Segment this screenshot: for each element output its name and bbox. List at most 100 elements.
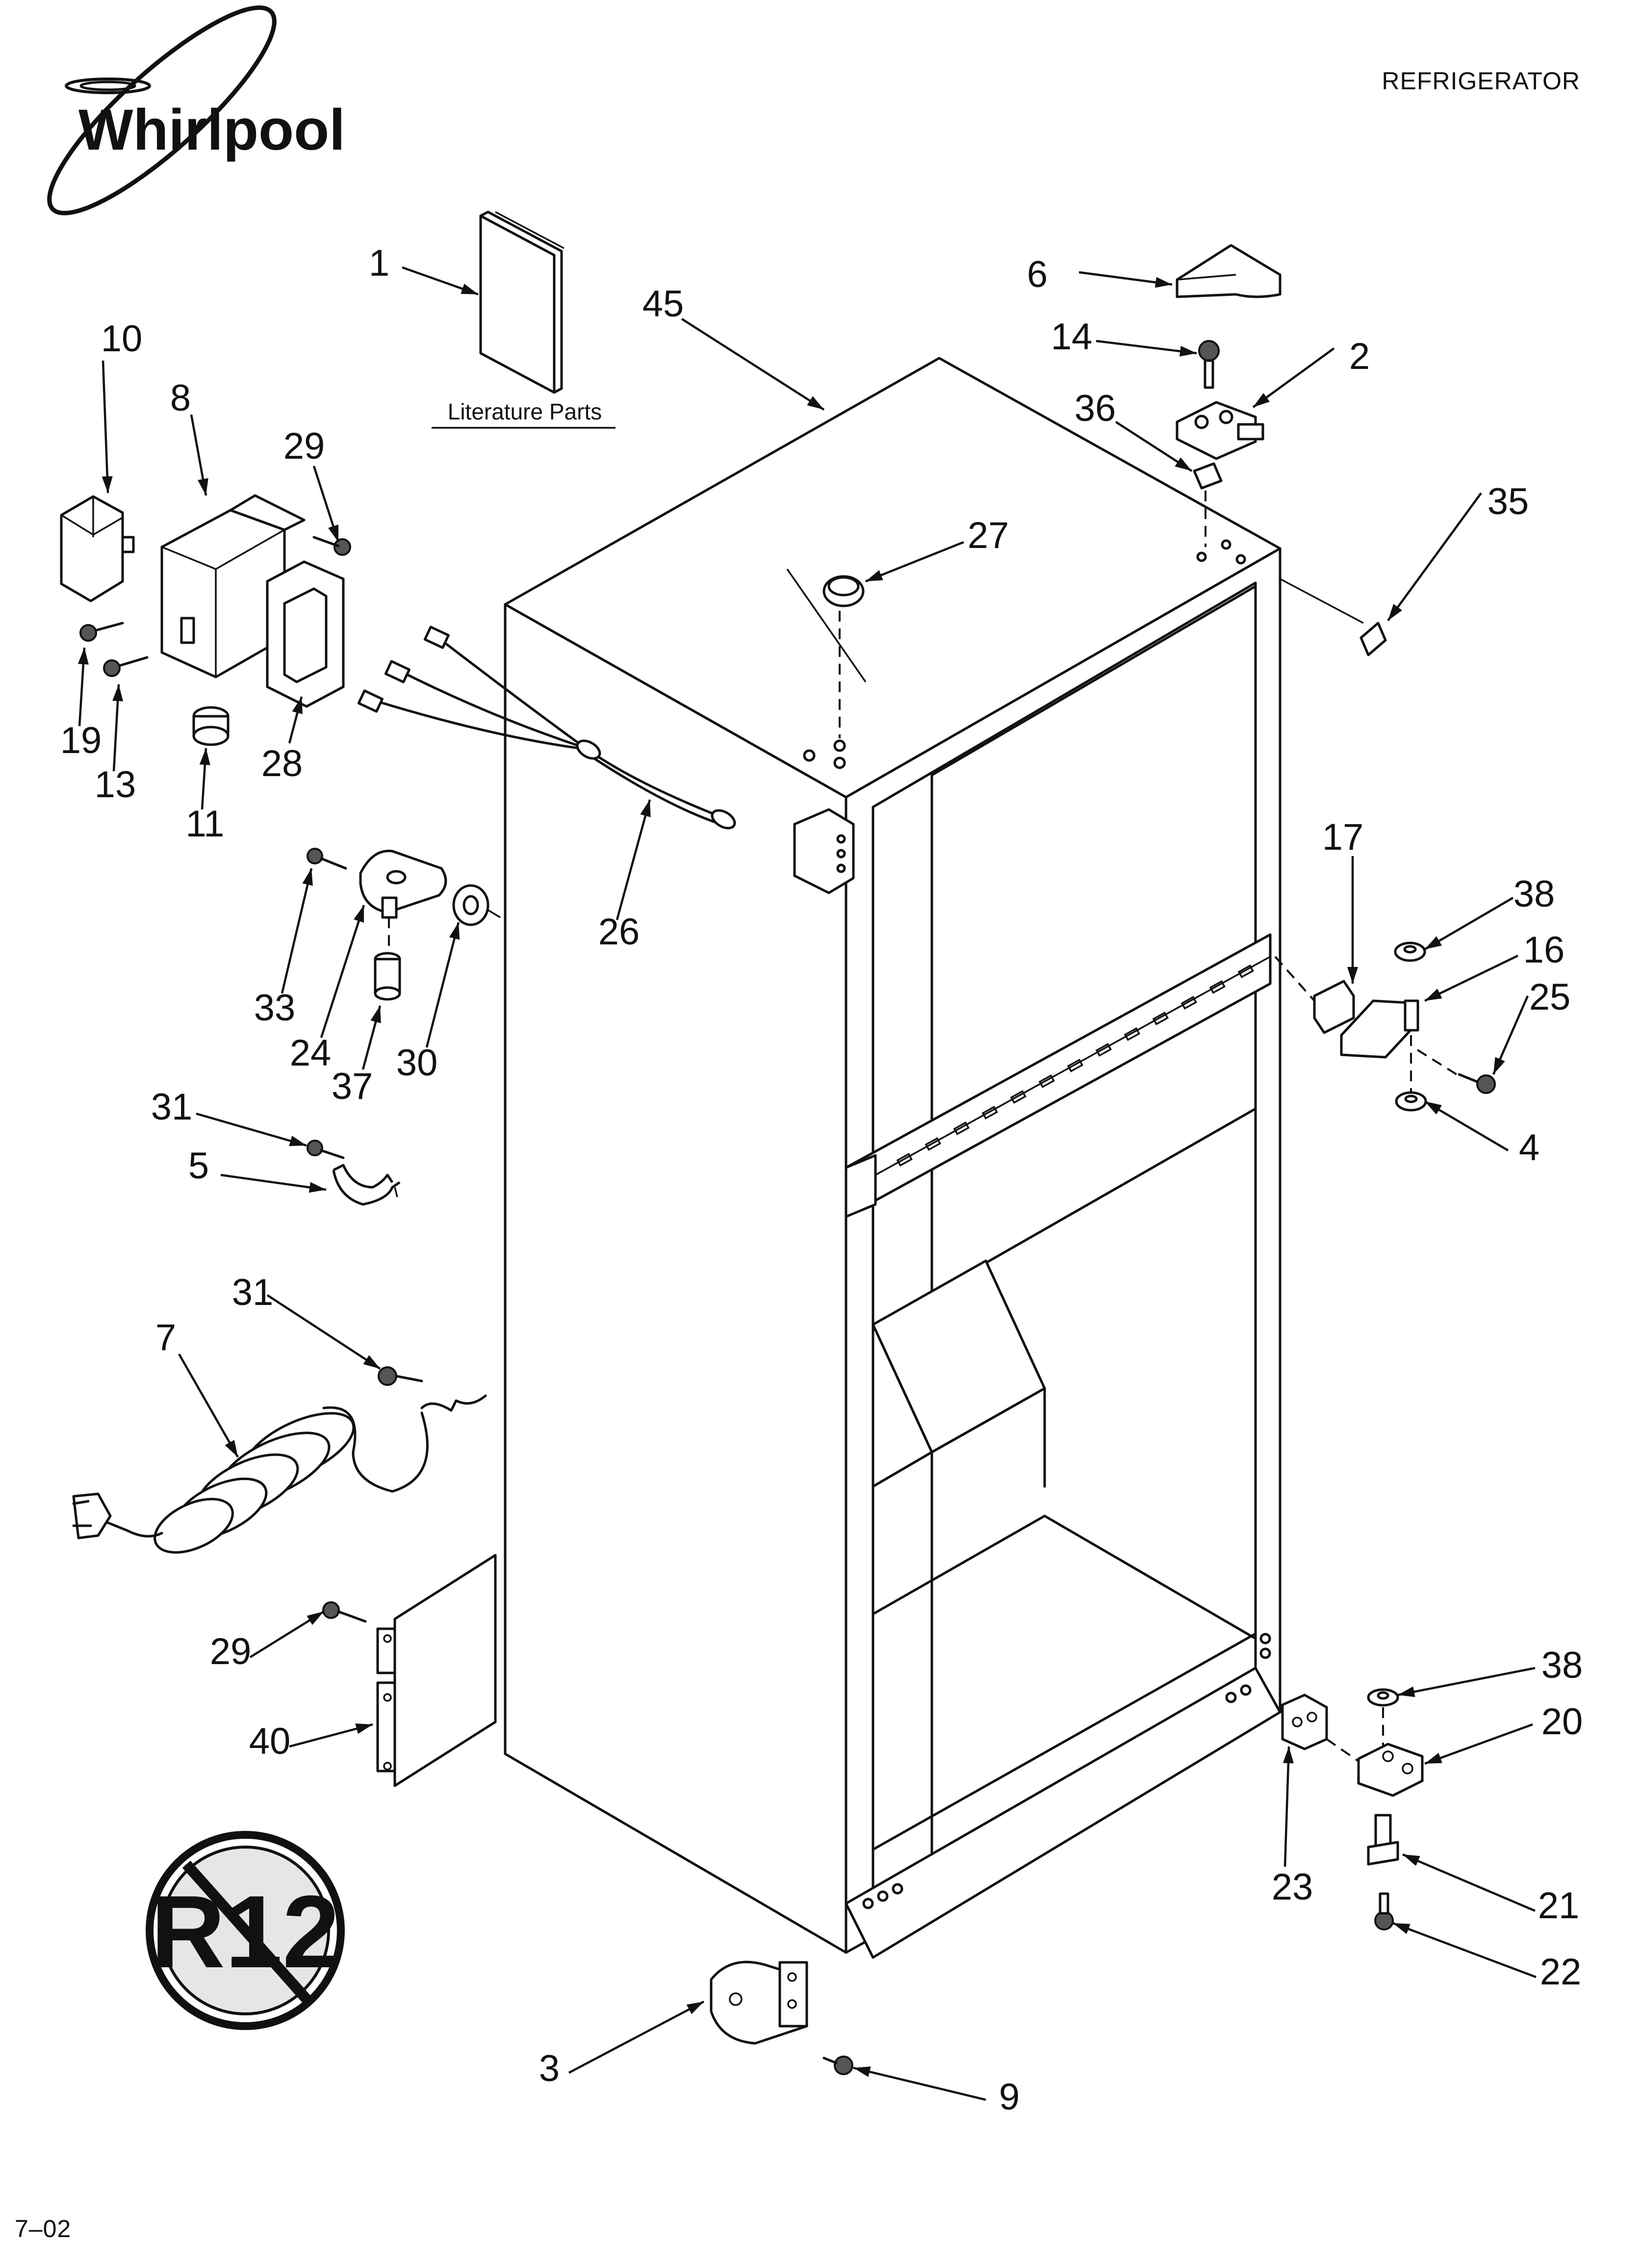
leader-line bbox=[1096, 339, 1197, 355]
callout-33: 33 bbox=[254, 987, 296, 1029]
callout-28: 28 bbox=[261, 743, 303, 784]
leader-line bbox=[616, 799, 651, 920]
leader-arrowhead bbox=[866, 570, 883, 581]
callout-13: 13 bbox=[95, 764, 136, 806]
callout-22: 22 bbox=[1540, 1951, 1582, 1993]
leader-arrowhead bbox=[354, 905, 364, 923]
callout-36: 36 bbox=[1075, 388, 1116, 429]
leader-arrowhead bbox=[1425, 1101, 1442, 1115]
cover-screw bbox=[312, 536, 351, 556]
center-hinge bbox=[1340, 999, 1419, 1059]
leader-arrowhead bbox=[1253, 393, 1270, 407]
rail-slot bbox=[1095, 1043, 1112, 1057]
brand-wordmark: Whirlpool bbox=[78, 98, 345, 162]
leader-line bbox=[1392, 1922, 1537, 1979]
leader-line bbox=[102, 360, 109, 494]
relay bbox=[60, 495, 135, 602]
product-title: REFRIGERATOR bbox=[1382, 67, 1580, 95]
power-cord bbox=[72, 1394, 487, 1554]
center-hinge-shim bbox=[1313, 980, 1355, 1034]
callout-10: 10 bbox=[101, 318, 143, 360]
leader-arrowhead bbox=[1403, 1854, 1420, 1866]
callout-29-upper: 29 bbox=[283, 425, 325, 467]
callout-23: 23 bbox=[1272, 1866, 1313, 1908]
callout-5: 5 bbox=[188, 1145, 209, 1187]
leader-arrowhead bbox=[1175, 457, 1192, 471]
side-clip bbox=[1360, 622, 1387, 656]
leader-line bbox=[568, 2001, 705, 2074]
leader-line bbox=[853, 2066, 986, 2101]
leader-line bbox=[865, 541, 964, 583]
leader-arrowhead bbox=[449, 922, 460, 940]
callout-35: 35 bbox=[1488, 481, 1529, 522]
leader-arrowhead bbox=[302, 868, 313, 886]
access-panel bbox=[376, 1554, 497, 1787]
top-plug bbox=[822, 575, 865, 607]
leader-arrowhead bbox=[1425, 936, 1442, 949]
leader-arrowhead bbox=[640, 800, 651, 817]
leader-arrowhead bbox=[1398, 1686, 1415, 1697]
callout-31-lower: 31 bbox=[232, 1272, 274, 1313]
callout-11: 11 bbox=[186, 803, 225, 845]
leader-line bbox=[425, 922, 460, 1048]
callout-30: 30 bbox=[396, 1042, 438, 1084]
mount-bracket bbox=[359, 850, 447, 919]
leader-arrowhead bbox=[1393, 1923, 1411, 1934]
leader-arrowhead bbox=[328, 524, 339, 542]
leader-line bbox=[281, 868, 313, 994]
callout-38-lower: 38 bbox=[1541, 1644, 1583, 1686]
leader-line bbox=[320, 905, 365, 1038]
center-hinge-screw bbox=[1458, 1073, 1496, 1094]
hinge-cover bbox=[1176, 244, 1282, 298]
bottom-hinge bbox=[1357, 1743, 1424, 1797]
leader-arrowhead bbox=[355, 1723, 373, 1734]
leader-arrowhead bbox=[112, 684, 124, 702]
hinge-pin-screw bbox=[1374, 1892, 1394, 1930]
leader-arrowhead bbox=[853, 2066, 871, 2077]
rail-slot bbox=[981, 1106, 998, 1120]
washer bbox=[452, 884, 489, 926]
leader-arrowhead bbox=[363, 1355, 380, 1369]
callout-25: 25 bbox=[1529, 976, 1571, 1018]
callout-2: 2 bbox=[1349, 336, 1370, 377]
washer-upper bbox=[1394, 941, 1426, 962]
callout-21: 21 bbox=[1538, 1885, 1580, 1927]
rail-slot bbox=[1124, 1027, 1140, 1041]
literature-booklet bbox=[479, 210, 564, 394]
callout-24: 24 bbox=[290, 1032, 332, 1074]
callout-8: 8 bbox=[170, 377, 191, 419]
grommet bbox=[192, 706, 230, 746]
rail-slot bbox=[1152, 1012, 1169, 1025]
rail-slot bbox=[924, 1137, 941, 1151]
relay-screw bbox=[79, 622, 124, 642]
leader-line bbox=[1424, 954, 1518, 1002]
leader-arrowhead bbox=[1425, 1753, 1442, 1764]
callout-17: 17 bbox=[1322, 816, 1364, 858]
callout-14: 14 bbox=[1051, 316, 1093, 358]
hinge-screw bbox=[1198, 340, 1220, 389]
spacer bbox=[374, 952, 401, 1001]
clamp-screw bbox=[307, 1140, 345, 1159]
leader-line bbox=[1424, 1723, 1533, 1765]
leader-arrowhead bbox=[292, 697, 303, 714]
callout-45: 45 bbox=[642, 283, 684, 325]
rail-slot bbox=[896, 1153, 913, 1167]
callout-40: 40 bbox=[249, 1721, 291, 1762]
callout-19: 19 bbox=[60, 720, 102, 761]
leader-arrowhead bbox=[686, 2002, 704, 2014]
leader-line bbox=[1387, 492, 1482, 622]
leader-arrowhead bbox=[77, 648, 89, 665]
callout-4: 4 bbox=[1519, 1127, 1539, 1169]
callout-37: 37 bbox=[332, 1066, 373, 1107]
leader-line bbox=[178, 1353, 239, 1458]
leader-arrowhead bbox=[198, 478, 208, 495]
leader-line bbox=[681, 318, 825, 411]
leader-line bbox=[1424, 897, 1514, 950]
wire-harness bbox=[357, 626, 855, 894]
date-code: 7–02 bbox=[15, 2215, 71, 2242]
callout-1: 1 bbox=[369, 242, 389, 284]
callout-7: 7 bbox=[155, 1317, 176, 1358]
rail-slot bbox=[1209, 980, 1226, 994]
panel-screw bbox=[322, 1601, 367, 1623]
